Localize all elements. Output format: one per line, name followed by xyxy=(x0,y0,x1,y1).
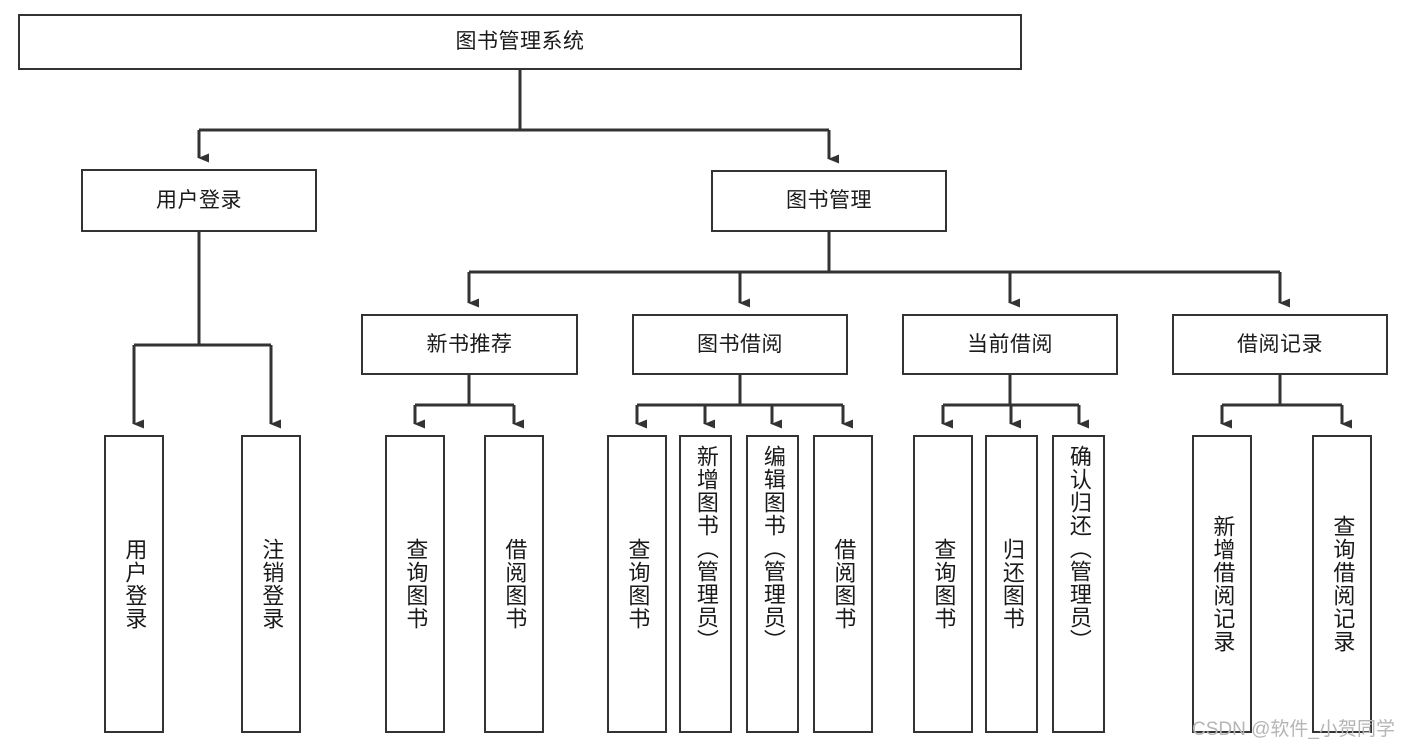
edge-group-borrow-record xyxy=(1220,375,1352,429)
node-leaf-user-login-label: 用户登录 xyxy=(122,538,148,630)
node-leaf-user-logout[interactable]: 注销登录 xyxy=(241,435,301,733)
node-borrow-record[interactable]: 借阅记录 xyxy=(1172,314,1388,375)
node-leaf-add-record-label: 新增借阅记录 xyxy=(1210,515,1236,653)
node-leaf-confirm-return-admin-label: 确认归还（管理员） xyxy=(1066,445,1092,652)
node-new-book-rec-label: 新书推荐 xyxy=(426,332,513,356)
node-leaf-query-book-1[interactable]: 查询图书 xyxy=(385,435,445,733)
node-new-book-rec[interactable]: 新书推荐 xyxy=(361,314,578,375)
edge-group-current-borrow xyxy=(941,375,1089,429)
node-leaf-borrow-book-1[interactable]: 借阅图书 xyxy=(484,435,544,733)
node-leaf-borrow-book-1-label: 借阅图书 xyxy=(502,538,528,630)
edge-group-book-borrow xyxy=(635,375,853,429)
node-book-borrow[interactable]: 图书借阅 xyxy=(632,314,848,375)
node-root[interactable]: 图书管理系统 xyxy=(18,14,1022,70)
node-leaf-query-book-3[interactable]: 查询图书 xyxy=(913,435,973,733)
node-leaf-query-record[interactable]: 查询借阅记录 xyxy=(1312,435,1372,733)
node-leaf-query-book-2-label: 查询图书 xyxy=(625,538,651,630)
node-leaf-user-logout-label: 注销登录 xyxy=(259,538,285,630)
node-leaf-add-record[interactable]: 新增借阅记录 xyxy=(1192,435,1252,733)
node-leaf-add-book-admin[interactable]: 新增图书（管理员） xyxy=(679,435,732,733)
node-leaf-edit-book-admin-label: 编辑图书（管理员） xyxy=(760,445,786,652)
node-leaf-confirm-return-admin[interactable]: 确认归还（管理员） xyxy=(1052,435,1105,733)
node-leaf-borrow-book-2[interactable]: 借阅图书 xyxy=(813,435,873,733)
node-user-login-label: 用户登录 xyxy=(156,188,242,212)
edge-group-user-login xyxy=(132,232,281,429)
node-borrow-record-label: 借阅记录 xyxy=(1237,332,1323,356)
node-leaf-query-book-3-label: 查询图书 xyxy=(931,538,957,630)
node-leaf-query-book-1-label: 查询图书 xyxy=(403,538,429,630)
edge-group-root xyxy=(197,70,839,164)
edge-group-new-book-rec xyxy=(413,375,524,429)
node-book-borrow-label: 图书借阅 xyxy=(697,332,783,356)
node-book-manage[interactable]: 图书管理 xyxy=(711,170,947,232)
node-root-label: 图书管理系统 xyxy=(455,30,585,54)
node-user-login[interactable]: 用户登录 xyxy=(81,169,317,232)
node-leaf-return-book[interactable]: 归还图书 xyxy=(985,435,1038,733)
node-leaf-return-book-label: 归还图书 xyxy=(999,538,1025,630)
node-leaf-user-login[interactable]: 用户登录 xyxy=(104,435,164,733)
node-current-borrow[interactable]: 当前借阅 xyxy=(902,314,1118,375)
edge-group-book-manage xyxy=(467,232,1290,308)
node-leaf-borrow-book-2-label: 借阅图书 xyxy=(831,538,857,630)
node-leaf-query-book-2[interactable]: 查询图书 xyxy=(607,435,667,733)
node-book-manage-label: 图书管理 xyxy=(786,189,872,213)
node-leaf-query-record-label: 查询借阅记录 xyxy=(1330,515,1356,653)
node-current-borrow-label: 当前借阅 xyxy=(967,332,1053,356)
node-leaf-edit-book-admin[interactable]: 编辑图书（管理员） xyxy=(746,435,799,733)
node-leaf-add-book-admin-label: 新增图书（管理员） xyxy=(693,445,719,652)
